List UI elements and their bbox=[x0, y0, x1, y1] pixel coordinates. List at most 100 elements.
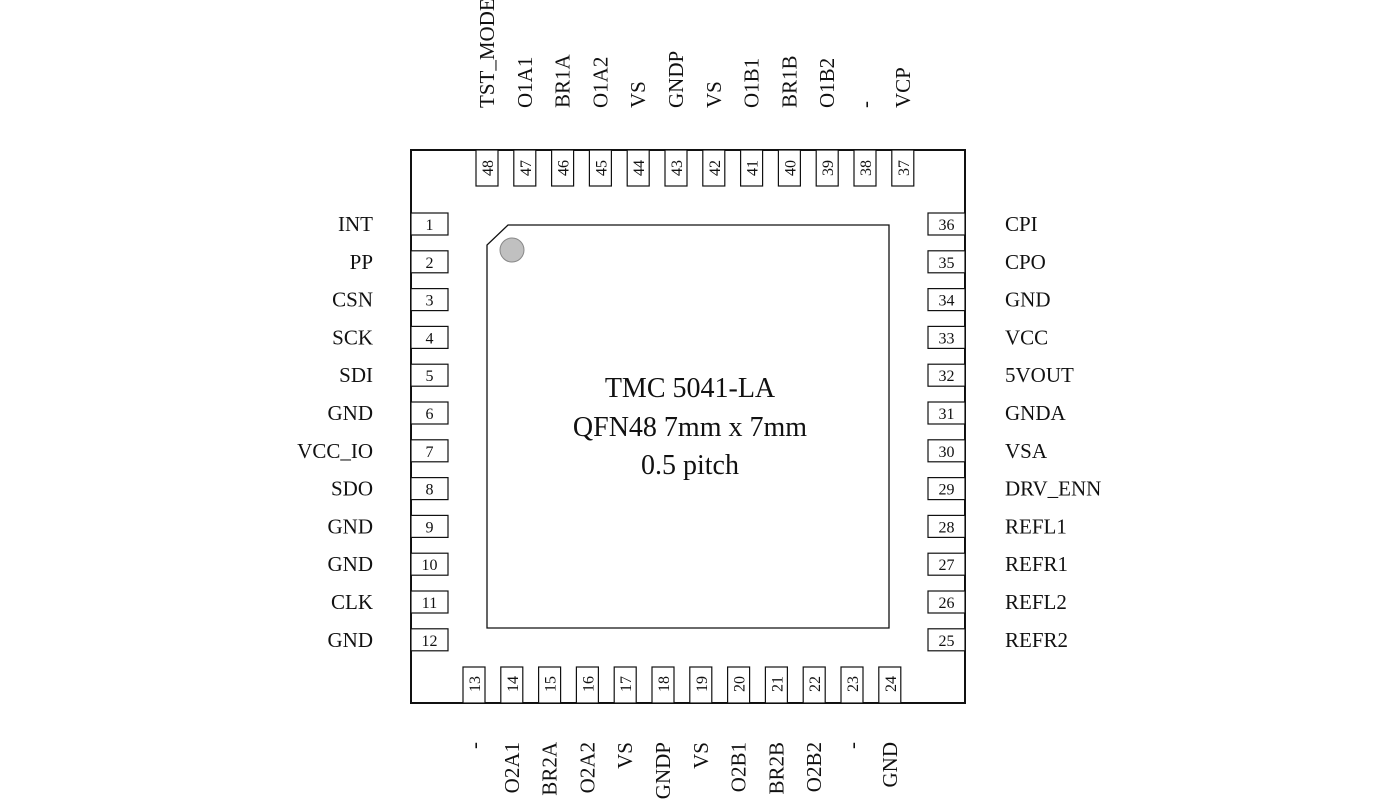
pin-pad-32 bbox=[927, 363, 966, 387]
pin-number-16: 16 bbox=[580, 676, 597, 692]
pin-label-44: VS bbox=[626, 81, 650, 108]
pin-number-45: 45 bbox=[593, 160, 610, 176]
pin-label-6: GND bbox=[328, 401, 374, 425]
pin-number-28: 28 bbox=[939, 519, 955, 536]
pin-number-47: 47 bbox=[518, 160, 535, 176]
pin-label-18: GNDP bbox=[651, 742, 675, 799]
pin-pad-15 bbox=[537, 666, 562, 704]
pin-pad-17 bbox=[613, 666, 637, 704]
pin-number-15: 15 bbox=[543, 676, 560, 692]
pin-label-17: VS bbox=[613, 742, 637, 769]
pin-pad-7 bbox=[410, 439, 449, 463]
pin-label-48: TST_MODE bbox=[475, 0, 499, 108]
pin-label-36: CPI bbox=[1005, 212, 1038, 236]
pin-number-6: 6 bbox=[426, 406, 434, 423]
pin-number-17: 17 bbox=[618, 676, 635, 692]
pin-label-16: O2A2 bbox=[575, 742, 599, 793]
pin-label-40: BR1B bbox=[777, 55, 801, 108]
pin-pad-14 bbox=[500, 666, 524, 704]
pin-label-37: VCP bbox=[891, 67, 915, 108]
pin-number-9: 9 bbox=[426, 519, 434, 536]
pin-pad-12 bbox=[410, 628, 449, 652]
pin-pad-6 bbox=[410, 401, 449, 425]
pin-pad-13 bbox=[462, 666, 486, 704]
pin-pad-25 bbox=[927, 628, 966, 652]
pin-label-3: CSN bbox=[332, 288, 373, 312]
pin-label-46: BR1A bbox=[551, 53, 575, 108]
pin-label-45: O1A2 bbox=[588, 57, 612, 108]
pin-pad-9 bbox=[410, 514, 449, 539]
pin-number-2: 2 bbox=[426, 255, 434, 272]
pin-label-38: - bbox=[853, 101, 877, 108]
pin-pad-8 bbox=[410, 477, 449, 501]
pin-pad-10 bbox=[410, 552, 449, 576]
pin-label-2: PP bbox=[350, 250, 373, 274]
pin-label-35: CPO bbox=[1005, 250, 1046, 274]
pin-label-11: CLK bbox=[331, 590, 373, 614]
pin-pad-11 bbox=[410, 590, 449, 614]
pin-pad-40 bbox=[777, 149, 802, 187]
pin-number-21: 21 bbox=[769, 676, 786, 692]
pin-pad-43 bbox=[664, 149, 688, 187]
pin-number-44: 44 bbox=[631, 160, 648, 176]
chip-pitch: 0.5 pitch bbox=[641, 450, 739, 481]
pin-label-13: - bbox=[462, 742, 486, 749]
pin-pad-21 bbox=[764, 666, 789, 704]
pin-pad-41 bbox=[739, 149, 764, 187]
pin-number-40: 40 bbox=[782, 160, 799, 176]
pin-number-48: 48 bbox=[480, 160, 497, 176]
pin-label-20: O2B1 bbox=[727, 742, 751, 792]
pin-label-27: REFR1 bbox=[1005, 552, 1068, 576]
pin-pad-47 bbox=[513, 149, 537, 187]
pin-number-31: 31 bbox=[939, 406, 955, 423]
pin-pad-20 bbox=[726, 666, 751, 704]
pin-label-42: VS bbox=[702, 81, 726, 108]
pin-number-1: 1 bbox=[426, 217, 434, 234]
pin-number-38: 38 bbox=[858, 160, 875, 176]
pin-number-23: 23 bbox=[845, 676, 862, 692]
pin-label-33: VCC bbox=[1005, 325, 1048, 349]
pin-pad-35 bbox=[927, 250, 966, 274]
pin-label-12: GND bbox=[328, 628, 374, 652]
pin-number-12: 12 bbox=[422, 633, 438, 650]
pin-number-5: 5 bbox=[426, 368, 434, 385]
pin-number-13: 13 bbox=[467, 676, 484, 692]
pin-label-5: SDI bbox=[339, 363, 373, 387]
pin-label-7: VCC_IO bbox=[297, 439, 373, 463]
pin-number-35: 35 bbox=[939, 255, 955, 272]
pin-label-15: BR2A bbox=[538, 741, 562, 796]
pin-number-34: 34 bbox=[939, 293, 955, 310]
pin-pad-37 bbox=[891, 149, 915, 187]
pin-pad-27 bbox=[927, 552, 966, 576]
pin-label-30: VSA bbox=[1005, 439, 1048, 463]
pin-label-39: O1B2 bbox=[815, 58, 839, 108]
pin-number-29: 29 bbox=[939, 482, 955, 499]
pin-label-22: O2B2 bbox=[802, 742, 826, 792]
pin-number-39: 39 bbox=[820, 160, 837, 176]
pin-number-30: 30 bbox=[939, 444, 955, 461]
pin-label-9: GND bbox=[328, 514, 374, 538]
pin-pad-39 bbox=[815, 149, 839, 187]
pin-pad-19 bbox=[689, 666, 713, 704]
pin-number-41: 41 bbox=[745, 160, 762, 176]
pin-label-25: REFR2 bbox=[1005, 628, 1068, 652]
pin-label-24: GND bbox=[878, 742, 902, 788]
pin-label-47: O1A1 bbox=[513, 57, 537, 108]
pin-pad-31 bbox=[927, 401, 966, 425]
pin-pad-29 bbox=[927, 477, 966, 501]
pin-pad-26 bbox=[927, 590, 966, 614]
pin-pad-24 bbox=[878, 666, 902, 704]
pin-label-14: O2A1 bbox=[500, 742, 524, 793]
pin-label-21: BR2B bbox=[764, 742, 788, 795]
pin-number-8: 8 bbox=[426, 482, 434, 499]
chip-part-number: TMC 5041-LA bbox=[605, 373, 776, 404]
pin-pad-16 bbox=[575, 666, 600, 704]
pin-number-20: 20 bbox=[732, 676, 749, 692]
pin-pad-48 bbox=[475, 149, 499, 187]
pin-pad-34 bbox=[927, 288, 966, 312]
pin-number-24: 24 bbox=[883, 676, 900, 692]
pin-pad-33 bbox=[927, 325, 966, 349]
pin-number-42: 42 bbox=[707, 160, 724, 176]
pin-number-43: 43 bbox=[669, 160, 686, 176]
